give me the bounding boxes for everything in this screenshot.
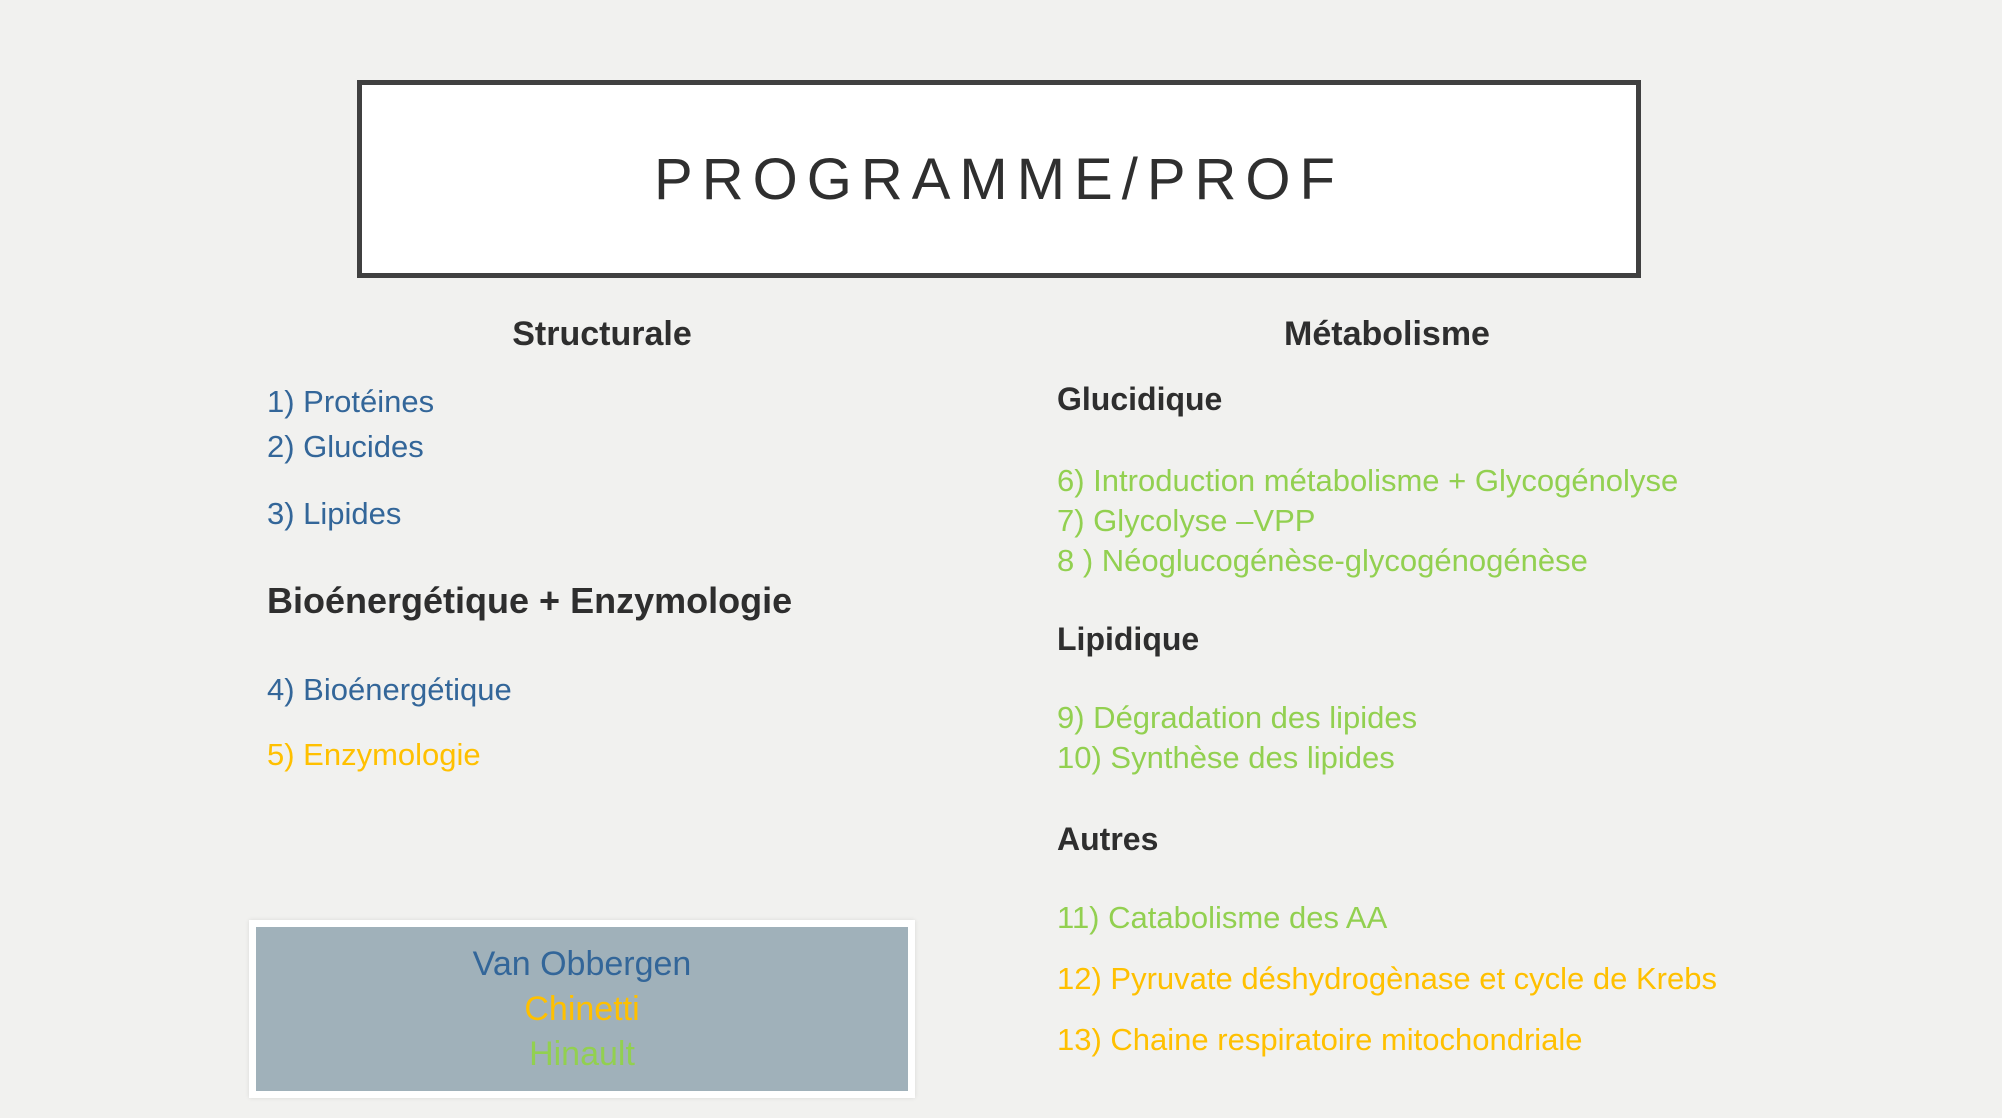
list-item-glucides: 2) Glucides [267,429,424,464]
list-item-chaine-respiratoire: 13) Chaine respiratoire mitochondriale [1057,1022,1583,1057]
list-item-degradation-lipides: 9) Dégradation des lipides [1057,700,1418,735]
list-item-introduction-metabolisme: 6) Introduction métabolisme + Glycogénol… [1057,463,1679,498]
section-heading-glucidique: Glucidique [1057,381,1223,417]
professor-name-van-obbergen: Van Obbergen [472,944,692,983]
left-column-heading: Structurale [512,315,692,353]
section-heading-autres: Autres [1057,821,1159,857]
right-column-heading: Métabolisme [1284,315,1490,353]
professor-name-hinault: Hinault [529,1034,635,1073]
list-item-bioenergetique: 4) Bioénergétique [267,672,512,707]
list-item-synthese-lipides: 10) Synthèse des lipides [1057,740,1395,775]
list-item-enzymologie: 5) Enzymologie [267,737,481,772]
list-item-pyruvate-krebs: 12) Pyruvate déshydrogènase et cycle de … [1057,961,1717,996]
list-item-neoglucogenese: 8 ) Néoglucogénèse-glycogénogénèse [1057,543,1588,578]
left-subheading-bioenergetique-enzymologie: Bioénergétique + Enzymologie [267,580,793,621]
professors-box: Van Obbergen Chinetti Hinault [249,920,915,1098]
professor-name-chinetti: Chinetti [524,989,640,1028]
list-item-proteines: 1) Protéines [267,384,435,419]
list-item-lipides: 3) Lipides [267,496,402,531]
title-box: PROGRAMME/PROF [357,80,1641,278]
list-item-catabolisme-aa: 11) Catabolisme des AA [1057,900,1388,935]
list-item-glycolyse-vpp: 7) Glycolyse –VPP [1057,503,1316,538]
section-heading-lipidique: Lipidique [1057,621,1200,657]
page-title: PROGRAMME/PROF [654,146,1344,212]
